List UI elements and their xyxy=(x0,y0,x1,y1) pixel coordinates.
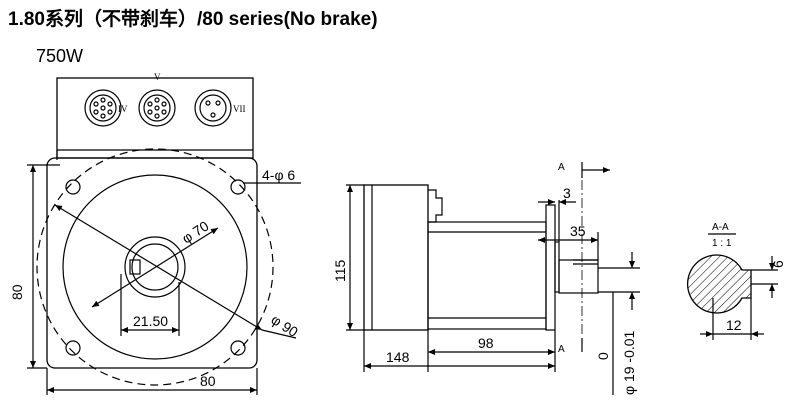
dim-98-label: 98 xyxy=(478,335,494,351)
dim-148-label: 148 xyxy=(386,349,410,365)
dim-80h-label: 80 xyxy=(200,373,216,389)
dim-6-label: 6 xyxy=(770,260,786,268)
dia70-line xyxy=(91,227,219,308)
connector-v-label: V xyxy=(154,72,161,82)
dim-35-label: 35 xyxy=(570,223,586,239)
mounting-hole-tl xyxy=(65,179,81,195)
page-heading: 1.80系列（不带刹车）/80 series(No brake) xyxy=(8,9,378,30)
section-scale: 1 : 1 xyxy=(712,238,732,249)
section-view: A-A 1 : 1 6 12 xyxy=(687,222,786,340)
connector-v xyxy=(138,89,176,127)
front-view: V IV VII φ 70 φ 90 21.50 4-φ 6 80 xyxy=(9,72,301,395)
pcd-circle xyxy=(36,148,274,386)
holes-label: 4-φ 6 xyxy=(262,167,295,183)
dim-3-label: 3 xyxy=(563,185,571,201)
motor-shaft xyxy=(558,259,599,294)
connector-vii xyxy=(194,89,232,127)
dim-shaft-tol-top: 0 xyxy=(595,352,611,360)
mounting-hole-br xyxy=(230,340,246,356)
dia90-line xyxy=(54,204,263,331)
dia90-leader xyxy=(261,329,297,339)
connector-vii-label: VII xyxy=(233,104,246,114)
shaft-section xyxy=(687,254,752,314)
mounting-hole-bl xyxy=(65,340,81,356)
motor-flange xyxy=(545,204,556,331)
mounting-hole-tr xyxy=(230,179,246,195)
dim-shaft-label: φ 19 -0.01 xyxy=(621,330,637,395)
side-view: 115 3 35 A A 0 φ 19 -0.01 148 98 xyxy=(332,162,640,395)
connector-iv-label: IV xyxy=(118,104,128,114)
connector-iv xyxy=(84,89,122,127)
dim-12-label: 12 xyxy=(726,317,742,333)
motor-rear-block xyxy=(363,184,429,331)
section-mark-bottom: A xyxy=(558,344,565,355)
motor-body xyxy=(427,221,547,330)
motor-plug xyxy=(428,189,443,223)
power-label: 750W xyxy=(36,46,84,66)
dim-80v-label: 80 xyxy=(9,284,25,300)
dim-2150-label: 21.50 xyxy=(133,313,168,329)
section-mark-top: A xyxy=(558,162,565,173)
section-title: A-A xyxy=(712,222,729,233)
dim-115-label: 115 xyxy=(332,259,348,282)
